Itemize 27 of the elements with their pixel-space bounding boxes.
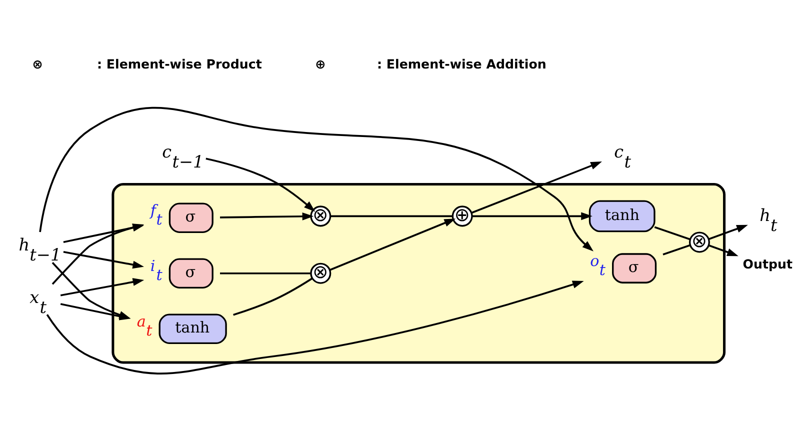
arrow bbox=[472, 212, 592, 220]
arrow bbox=[46, 280, 584, 374]
node-circle: ⊗ bbox=[310, 262, 332, 284]
connector bbox=[654, 226, 690, 240]
connector bbox=[220, 272, 311, 274]
node-text: Output bbox=[742, 256, 793, 272]
arrow bbox=[220, 212, 314, 220]
label: ⊕ bbox=[315, 56, 326, 72]
label: : Element-wise Addition bbox=[376, 56, 546, 72]
connector bbox=[233, 278, 313, 316]
connector bbox=[662, 244, 690, 256]
arrow bbox=[63, 250, 144, 269]
cluster bbox=[112, 182, 726, 364]
arrow bbox=[708, 224, 748, 240]
label: : Element-wise Product bbox=[96, 56, 262, 72]
arrow bbox=[708, 244, 738, 256]
arrow bbox=[39, 107, 594, 252]
node-circle: ⊗ bbox=[688, 232, 710, 253]
arrow bbox=[329, 218, 456, 271]
arrow bbox=[471, 162, 602, 214]
connector bbox=[330, 215, 452, 218]
label: ⊗ bbox=[32, 56, 43, 72]
node-circle: ⊗ bbox=[310, 206, 332, 227]
arrow bbox=[206, 158, 316, 212]
node-box: tanh bbox=[588, 200, 656, 232]
node-circle: ⊕ bbox=[452, 206, 473, 227]
arrow bbox=[60, 278, 144, 296]
